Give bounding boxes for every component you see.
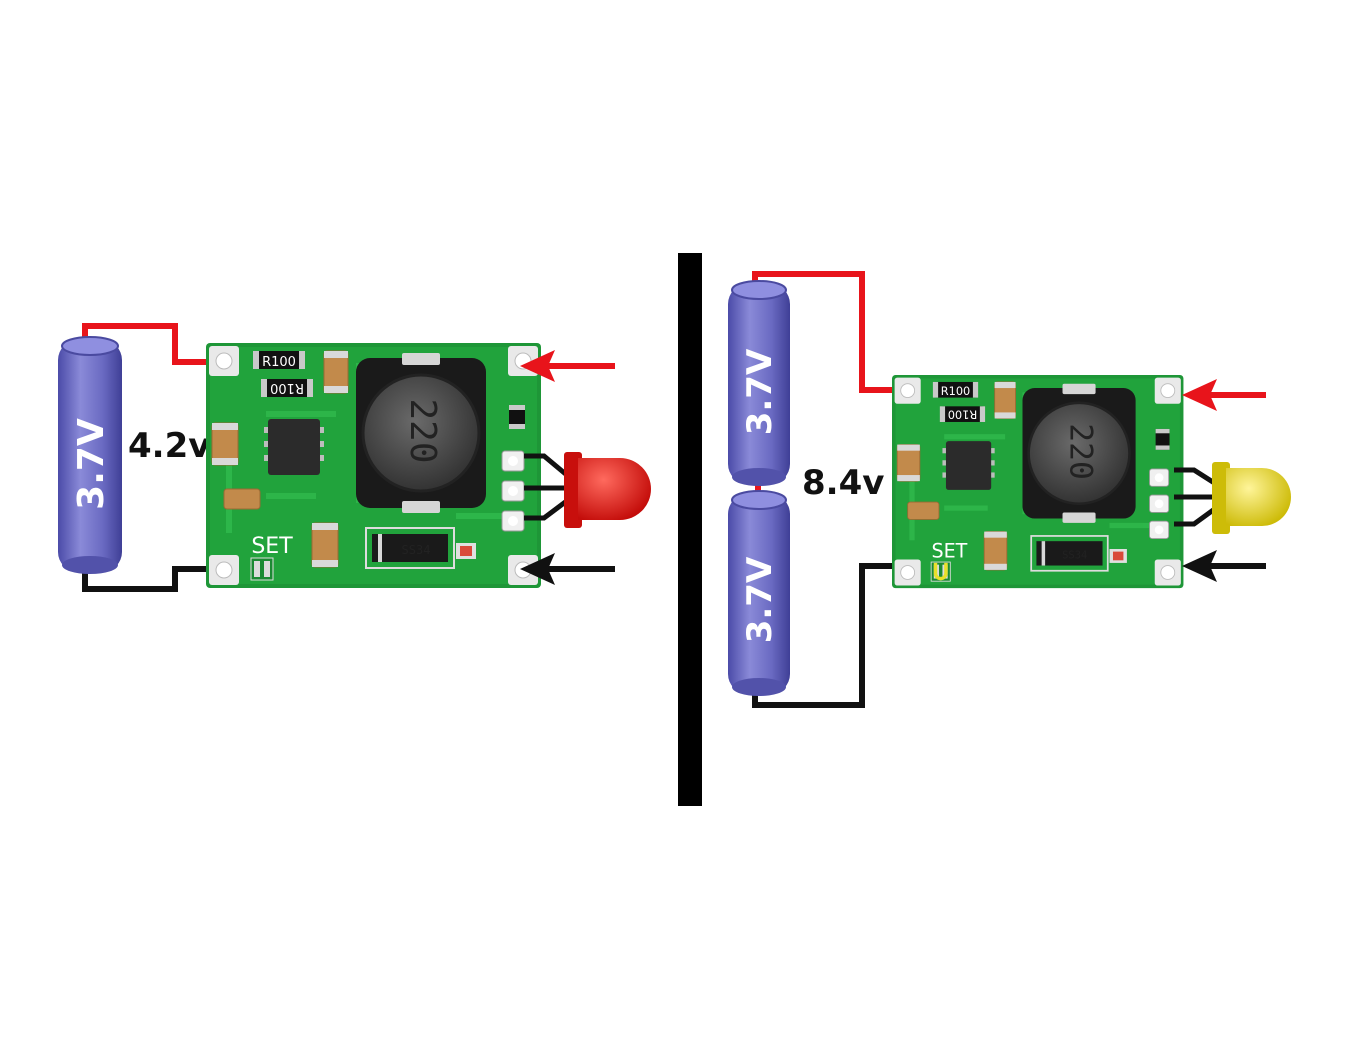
charger-module: R100 R100 220 SS34 SET: [204, 341, 543, 590]
resistor-marking-1: R100: [941, 385, 970, 398]
voltage-label: 4.2v: [128, 426, 210, 466]
diode-marking: SS34: [402, 543, 431, 557]
positive-wire: [82, 323, 218, 365]
resistor-marking-2: R100: [270, 380, 304, 395]
set-label: SET: [931, 540, 967, 563]
resistor-marking-2: R100: [948, 408, 977, 421]
battery-label: 3.7V: [71, 418, 112, 510]
battery: 3.7V: [58, 336, 122, 574]
inductor-marking: 220: [1062, 423, 1098, 480]
diode-marking: SS34: [1062, 550, 1087, 562]
set-label: SET: [251, 534, 293, 559]
charger-module: R100 R100 220 SS34 SET: [890, 373, 1185, 590]
battery-top: 3.7V: [728, 280, 790, 486]
positive-input-arrow: [520, 350, 615, 382]
battery-label-bottom: 3.7V: [740, 556, 780, 643]
led-yellow: [1174, 462, 1291, 534]
right-circuit: 3.7V 3.7V 8.4v R100 R100 220 SS34 SET: [728, 271, 1291, 708]
positive-wire: [752, 271, 908, 393]
negative-wire: [82, 560, 218, 592]
negative-input-arrow: [1182, 550, 1266, 582]
left-circuit: 3.7V 4.2v R100 R100 220 SS34 SET: [58, 323, 651, 592]
negative-wire: [752, 563, 908, 708]
voltage-label: 8.4v: [802, 463, 884, 503]
negative-input-arrow: [520, 553, 615, 585]
led-red: [524, 452, 651, 528]
inductor-marking: 220: [402, 398, 443, 463]
battery-bottom: 3.7V: [728, 490, 790, 696]
divider-bar: [678, 253, 702, 806]
set-jumper: [933, 562, 948, 581]
battery-label-top: 3.7V: [740, 348, 780, 435]
resistor-marking-1: R100: [262, 355, 296, 370]
positive-input-arrow: [1182, 379, 1266, 411]
